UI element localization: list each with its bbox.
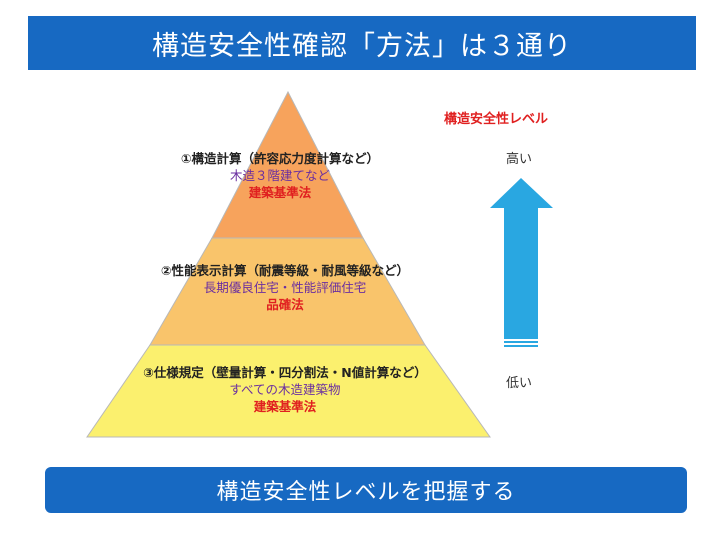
tier-1-sub: 木造３階建てなど: [229, 168, 330, 183]
pyramid-tier-bottom: [86, 344, 491, 438]
tier-2-title: ②性能表示計算（耐震等級・耐風等級など）: [160, 263, 410, 278]
tier-3-title: ③仕様規定（壁量計算・四分割法・N値計算など）: [143, 365, 427, 380]
tier-3-sub: すべての木造建築物: [229, 382, 341, 397]
level-heading: 構造安全性レベル: [444, 112, 549, 127]
tier-1-title: ①構造計算（許容応力度計算など）: [180, 151, 380, 166]
tier-2-law: 品確法: [266, 297, 304, 312]
footer-banner: 構造安全性レベルを把握する: [45, 467, 687, 513]
page-title: 構造安全性確認「方法」は３通り: [152, 30, 572, 62]
tier-3-text: ③仕様規定（壁量計算・四分割法・N値計算など） すべての木造建築物 建築基準法: [85, 364, 485, 415]
footer-text: 構造安全性レベルを把握する: [216, 480, 516, 505]
tier-1-text: ①構造計算（許容応力度計算など） 木造３階建てなど 建築基準法: [130, 150, 430, 201]
tier-2-text: ②性能表示計算（耐震等級・耐風等級など） 長期優良住宅・性能評価住宅 品確法: [95, 262, 475, 313]
tier-3-law: 建築基準法: [253, 399, 317, 414]
tier-2-sub: 長期優良住宅・性能評価住宅: [203, 280, 367, 295]
scale-high-label: 高い: [506, 152, 533, 167]
title-banner: 構造安全性確認「方法」は３通り: [28, 16, 696, 70]
scale-low-label: 低い: [506, 376, 533, 391]
tier-1-law: 建築基準法: [248, 185, 312, 200]
